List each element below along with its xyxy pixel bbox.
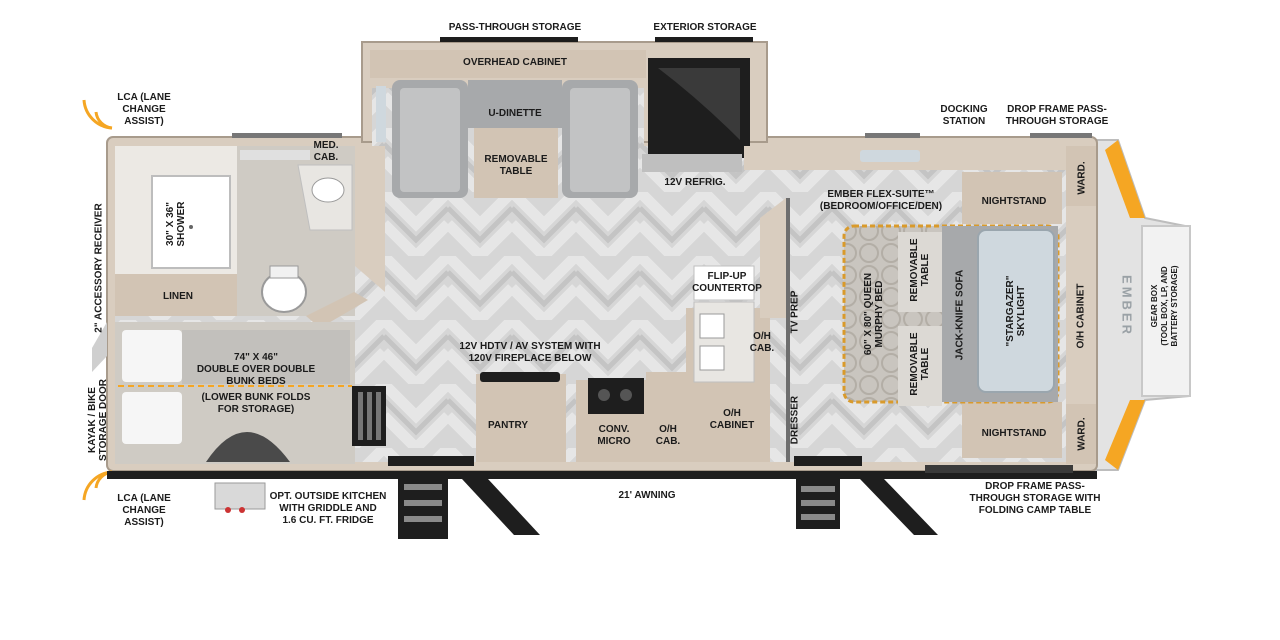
awning-label: 21' AWNING: [618, 490, 676, 501]
dinette-cushion-left: [400, 88, 460, 192]
wardrobe-top-label: WARD.: [1076, 161, 1088, 195]
oh-cabinet-kitchen-label: O/H CABINET: [709, 408, 755, 431]
overhead-cabinet-shape: [370, 50, 646, 78]
gear-box-outline: [1141, 225, 1191, 397]
bedroom-skylight-window: [860, 150, 920, 162]
shower-label: 30" X 36" SHOWER: [165, 201, 187, 247]
bunk-pillow-upper: [122, 330, 182, 382]
removable-table-bottom-shape: [898, 326, 942, 406]
skylight-label: "STARGAZER" SKYLIGHT: [1005, 275, 1027, 347]
bath-door-panel: [306, 292, 368, 328]
pass-through-door: [440, 37, 578, 42]
flip-up-countertop-label: FLIP-UP COUNTERTOP: [692, 271, 762, 294]
stove-top: [588, 378, 644, 414]
med-cabinet-shape: [240, 150, 310, 160]
bunk-pillow-lower: [122, 392, 182, 444]
dinette-cushion-right: [570, 88, 630, 192]
nightstand-bottom-label: NIGHTSTAND: [981, 428, 1047, 439]
flip-up-countertop-shape: [693, 265, 755, 301]
murphy-bed-label: 60" X 80" QUEEN MURPHY BED: [863, 272, 885, 356]
awning-rail: [107, 471, 1097, 479]
kayak-door-label: KAYAK / BIKE STORAGE DOOR: [87, 378, 109, 462]
exterior-storage-label: EXTERIOR STORAGE: [653, 22, 757, 33]
front-cap-accent-bottom: [1105, 400, 1145, 470]
gear-box-label: GEAR BOX (TOOL BOX, LP, AND BATTERY STOR…: [1150, 265, 1179, 347]
dinette-table: [474, 128, 558, 198]
outside-kitchen-label: OPT. OUTSIDE KITCHEN WITH GRIDDLE AND 1.…: [269, 491, 387, 526]
jack-knife-sofa-label: JACK-KNIFE SOFA: [954, 269, 966, 361]
bunk-beds-label: 74" X 46" DOUBLE OVER DOUBLE BUNK BEDS: [196, 352, 316, 387]
bath-sink: [311, 177, 345, 203]
lca-top-label: LCA (LANE CHANGE ASSIST): [117, 92, 171, 127]
tv-fireplace-shape: [480, 372, 560, 382]
shower-pan: [151, 175, 231, 269]
dresser-label: DRESSER: [789, 395, 801, 445]
nightstand-bottom-shape: [962, 402, 1062, 458]
skylight-shape: [977, 229, 1055, 393]
toilet-tank: [269, 265, 299, 279]
docking-station-label: DOCKING STATION: [940, 104, 988, 127]
removable-table-top-shape: [898, 232, 942, 312]
bunk-storage-opening: [206, 432, 290, 462]
wardrobe-top-shape: [1066, 146, 1096, 206]
nightstand-top-shape: [962, 172, 1062, 224]
drop-frame-top-label: DROP FRAME PASS- THROUGH STORAGE: [1005, 104, 1109, 127]
awning-arm-left: [462, 479, 540, 535]
med-cab-label: MED. CAB.: [313, 140, 339, 163]
drop-frame-bottom-door: [925, 465, 1073, 473]
bedroom-wall-line: [786, 198, 790, 462]
pantry-label: PANTRY: [488, 420, 528, 431]
bunk-upper-mattress: [182, 330, 350, 384]
tv-wall: [760, 198, 786, 318]
bath-partition: [355, 146, 385, 292]
refrigerator-label: 12V REFRIG.: [664, 177, 726, 188]
slide-window: [376, 86, 386, 142]
entry-door: [388, 456, 474, 466]
hdtv-label: 12V HDTV / AV SYSTEM WITH 120V FIREPLACE…: [459, 341, 601, 364]
exterior-storage-door: [655, 37, 753, 42]
wardrobe-bottom-shape: [1066, 404, 1096, 464]
linen-cabinet: [115, 274, 237, 316]
kayak-door-shape: [92, 322, 107, 372]
drop-frame-door: [1030, 133, 1092, 138]
outside-kitchen-shape: [214, 482, 266, 510]
pass-through-storage-label: PASS-THROUGH STORAGE: [448, 22, 582, 33]
overhead-cabinet-label: OVERHEAD CABINET: [463, 57, 567, 68]
tv-prep-label: TV PREP: [789, 290, 801, 334]
front-cap-accent-top: [1105, 140, 1145, 218]
brand-logo-text: EMBER: [1119, 275, 1135, 337]
u-dinette-label: U-DINETTE: [488, 108, 542, 119]
entry-door-front: [794, 456, 862, 466]
refrigerator-base: [642, 154, 742, 172]
conv-micro-label: CONV. MICRO: [597, 424, 631, 447]
removable-table-top-label: REMOVABLE TABLE: [909, 238, 931, 302]
shower-drain: [189, 225, 193, 229]
lca-bottom-label: LCA (LANE CHANGE ASSIST): [117, 493, 171, 528]
oh-cab-kitchen-label: O/H CAB.: [655, 424, 681, 447]
bunk-note-label: (LOWER BUNK FOLDS FOR STORAGE): [201, 392, 311, 415]
lca-sensor-top-arc2: [82, 99, 113, 130]
docking-door: [865, 133, 920, 138]
pantry-shape: [476, 374, 566, 462]
oh-cab-sink-label: O/H CAB.: [749, 331, 775, 354]
refrigerator-door: [658, 68, 740, 140]
flex-suite-label: EMBER FLEX-SUITE™ (BEDROOM/OFFICE/DEN): [819, 189, 943, 212]
awning-arm-right: [860, 479, 938, 535]
oh-cabinet-right-label: O/H CABINET: [1075, 283, 1087, 349]
accessory-receiver-label: 2" ACCESSORY RECEIVER: [93, 203, 105, 333]
wardrobe-bottom-label: WARD.: [1076, 417, 1088, 451]
linen-label: LINEN: [163, 291, 193, 302]
rear-window: [232, 133, 342, 138]
nightstand-top-label: NIGHTSTAND: [981, 196, 1047, 207]
oh-cabinet-right-shape: [1066, 206, 1096, 404]
removable-table-label: REMOVABLE TABLE: [484, 154, 548, 177]
removable-table-bottom-label: REMOVABLE TABLE: [909, 332, 931, 396]
drop-frame-bottom-label: DROP FRAME PASS- THROUGH STORAGE WITH FO…: [969, 481, 1101, 516]
dinette-back: [468, 80, 562, 128]
